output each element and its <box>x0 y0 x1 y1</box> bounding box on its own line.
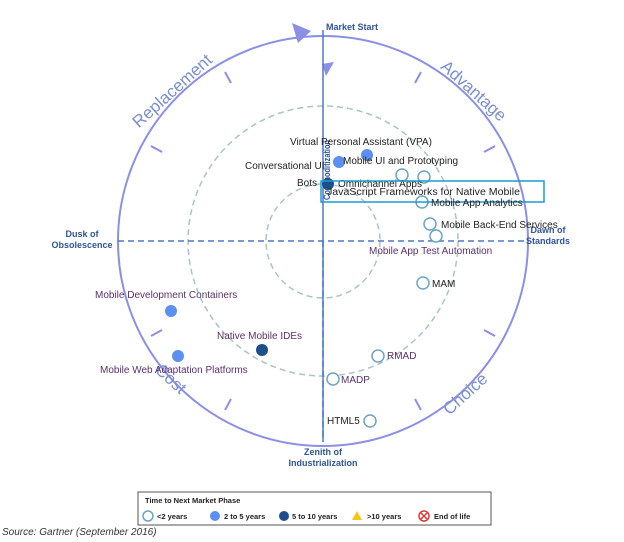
market-start-label: Market Start <box>326 22 378 32</box>
dawn-label-line2: Standards <box>526 236 570 246</box>
marker-native-ides <box>256 344 268 356</box>
outer-ring-arrowhead <box>292 23 311 43</box>
legend-title: Time to Next Market Phase <box>145 496 240 505</box>
label-mobile-web-adapt: Mobile Web Adaptation Platforms <box>100 365 248 376</box>
outer-ring-ticks <box>150 71 496 411</box>
marker-omnichannel <box>417 170 431 184</box>
marker-mobile-test <box>429 229 443 243</box>
dusk-label-line1: Dusk of <box>65 229 99 239</box>
legend-end-of-life-icon <box>418 510 430 522</box>
technology-markers <box>165 149 443 428</box>
label-mobile-ui-prototyping: Mobile UI and Prototyping <box>343 156 458 167</box>
marker-conversational-ui <box>333 156 345 168</box>
legend-label-2-5: 2 to 5 years <box>224 512 265 521</box>
quadrant-advantage: Advantage <box>437 57 510 126</box>
label-rmad: RMAD <box>387 351 416 362</box>
dawn-label-line1: Dawn of <box>531 225 567 235</box>
legend-triangle-icon <box>352 511 362 520</box>
quadrant-choice: Choice <box>439 369 491 419</box>
label-mam: MAM <box>432 279 455 290</box>
legend-label-gt10: >10 years <box>367 512 401 521</box>
label-mobile-dev-containers: Mobile Development Containers <box>95 290 237 301</box>
legend-box <box>137 491 492 526</box>
legend-open-circle-icon <box>142 510 154 522</box>
label-mobile-backend: Mobile Back-End Services <box>441 220 558 231</box>
label-mobile-app-analytics: Mobile App Analytics <box>431 198 523 209</box>
marker-mobile-backend <box>423 217 437 231</box>
marker-vpa <box>361 149 373 161</box>
label-js-frameworks: JavaScript Frameworks for Native Mobile <box>327 187 520 198</box>
label-conversational-ui: Conversational UI <box>245 161 324 172</box>
label-mobile-test: Mobile App Test Automation <box>369 246 492 257</box>
source-caption: Source: Gartner (September 2016) <box>2 527 157 538</box>
marker-mam <box>416 276 430 290</box>
highlight-box <box>320 180 545 203</box>
zenith-label-line2: Industrialization <box>288 458 357 468</box>
dusk-label-line2: Obsolescence <box>51 240 112 250</box>
label-omnichannel: Omnichannel Apps <box>338 179 422 190</box>
technology-labels: Virtual Personal Assistant (VPA) Convers… <box>95 137 558 427</box>
marker-mobile-web-adapt <box>172 350 184 362</box>
quadrant-replacement: Replacement <box>129 50 216 131</box>
legend-dark-circle-icon <box>279 511 289 521</box>
inner-arrowhead <box>322 62 334 76</box>
legend-label-eol: End of life <box>434 512 470 521</box>
legend-light-circle-icon <box>210 511 220 521</box>
marker-madp <box>326 372 340 386</box>
label-html5: HTML5 <box>327 416 360 427</box>
label-native-ides: Native Mobile IDEs <box>217 331 302 342</box>
marker-rmad <box>371 349 385 363</box>
marker-mobile-dev-containers <box>165 305 177 317</box>
zenith-label-line1: Zenith of <box>304 447 343 457</box>
marker-html5 <box>363 414 377 428</box>
legend-label-5-10: 5 to 10 years <box>292 512 337 521</box>
legend: Time to Next Market Phase <2 years 2 to … <box>137 491 492 526</box>
label-madp: MADP <box>341 375 370 386</box>
label-vpa: Virtual Personal Assistant (VPA) <box>290 137 432 148</box>
label-bots: Bots <box>297 178 317 189</box>
commoditization-label: Commoditization <box>322 140 332 200</box>
legend-label-lt2: <2 years <box>157 512 187 521</box>
